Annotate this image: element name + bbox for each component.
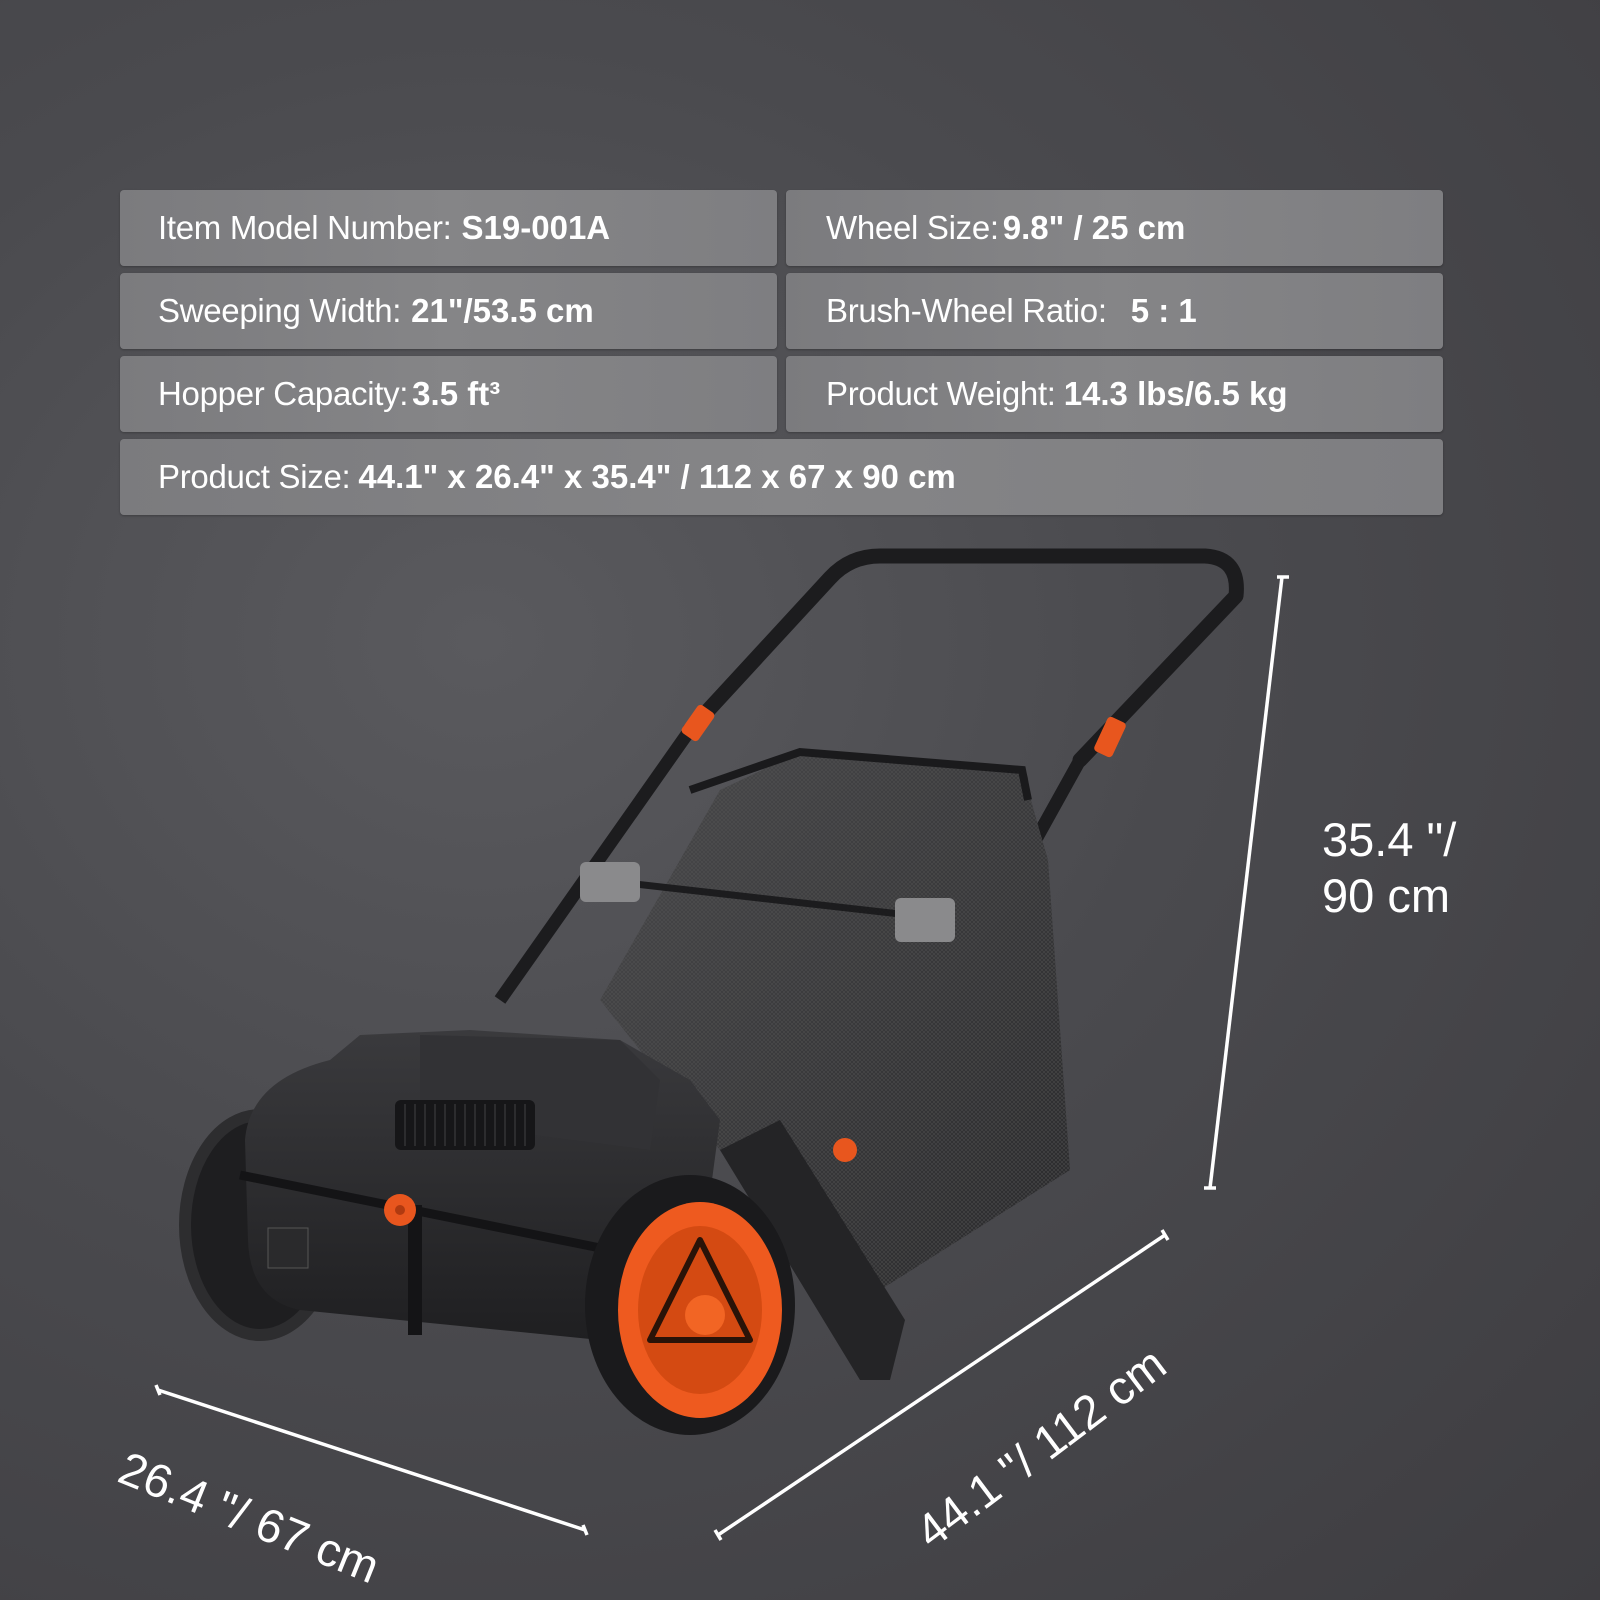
hopper-bag (580, 747, 1070, 1290)
height-dimension-cm: 90 cm (1322, 869, 1450, 922)
height-adjust-knob-right (833, 1138, 857, 1162)
spec-value: 5 : 1 (1130, 292, 1197, 329)
deflector (720, 1120, 905, 1380)
height-dimension-label: 35.4 "/ 90 cm (1322, 812, 1456, 924)
spec-value: 44.1" x 26.4" x 35.4" / 112 x 67 x 90 cm (358, 458, 956, 495)
spec-sweeping-width: Sweeping Width: 21"/53.5 cm (120, 273, 777, 349)
handle-clamp-right (1094, 716, 1126, 758)
strap (408, 1205, 422, 1335)
spec-label: Wheel Size: (826, 209, 999, 246)
spec-value: 21"/53.5 cm (411, 292, 594, 329)
spec-value: 14.3 lbs/6.5 kg (1063, 375, 1288, 412)
spec-value: 9.8" / 25 cm (1002, 209, 1186, 246)
crossbar-bracket-left (580, 862, 640, 902)
spec-model-number: Item Model Number: S19-001A (120, 190, 777, 266)
spec-value: 3.5 ft³ (412, 375, 501, 412)
spec-product-weight: Product Weight: 14.3 lbs/6.5 kg (786, 356, 1443, 432)
spec-brush-wheel-ratio: Brush-Wheel Ratio: 5 : 1 (786, 273, 1443, 349)
spec-wheel-size: Wheel Size: 9.8" / 25 cm (786, 190, 1443, 266)
spec-hopper-capacity: Hopper Capacity: 3.5 ft³ (120, 356, 777, 432)
width-dimension-line (157, 1388, 586, 1532)
wheel-front (585, 1175, 795, 1435)
spec-value: S19-001A (461, 209, 611, 246)
spec-label: Product Size: (158, 458, 351, 495)
height-dimension-line (1208, 576, 1284, 1189)
wheel-hub (685, 1295, 725, 1335)
spec-label: Hopper Capacity: (158, 375, 409, 412)
spec-label: Sweeping Width: (158, 292, 402, 329)
dimension-lines (154, 575, 1289, 1541)
handle-clamp-left (681, 704, 715, 742)
height-dimension-inches: 35.4 "/ (1322, 813, 1457, 866)
crossbar-bracket-right (895, 898, 955, 942)
spec-product-size: Product Size: 44.1" x 26.4" x 35.4" / 11… (120, 439, 1443, 515)
spec-label: Brush-Wheel Ratio: (826, 292, 1107, 329)
spec-label: Product Weight: (826, 375, 1056, 412)
length-dimension-line (717, 1233, 1166, 1537)
spec-label: Item Model Number: (158, 209, 452, 246)
product-label-sticker (267, 1227, 309, 1269)
